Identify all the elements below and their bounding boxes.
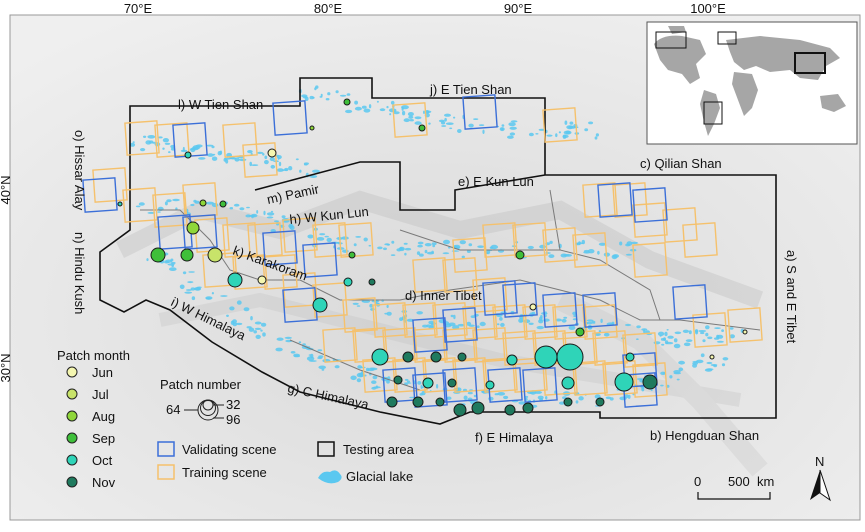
legend-layers: Validating scene Training scene Testing … — [157, 441, 415, 484]
legend-month-marker — [66, 476, 78, 488]
legend-training-label: Training scene — [182, 465, 267, 480]
inset-world-map — [646, 21, 858, 145]
region-label-d: d) Inner Tibet — [405, 288, 482, 303]
region-label-l: l) W Tien Shan — [178, 97, 263, 112]
region-label-b: b) Hengduan Shan — [650, 428, 759, 443]
scale-bar: 0 500 km — [694, 474, 774, 500]
legend-month-marker — [66, 410, 78, 422]
region-label-f: f) E Himalaya — [475, 430, 554, 445]
north-arrow: N — [810, 454, 831, 502]
scalebar-unit: km — [757, 474, 774, 489]
region-label-a: a) S and E Tibet — [784, 250, 799, 344]
legend-month-marker — [66, 388, 78, 400]
lat-label-40: 40°N — [0, 175, 13, 204]
legend-month-marker — [66, 432, 78, 444]
legend-month-label: Oct — [92, 453, 113, 468]
lon-label-80: 80°E — [314, 1, 343, 16]
region-label-n: n) Hindu Kush — [72, 232, 87, 314]
patch-markers — [117, 98, 748, 417]
inset-highlight-box — [794, 52, 826, 74]
legend-month-label: Nov — [92, 475, 116, 490]
legend-patch-number-64: 64 — [166, 402, 180, 417]
lon-label-90: 90°E — [504, 1, 533, 16]
legend-month-label: Sep — [92, 431, 115, 446]
legend-month-label: Aug — [92, 409, 115, 424]
region-label-j: j) E Tien Shan — [429, 82, 512, 97]
legend-patch-number-title: Patch number — [160, 377, 242, 392]
scene-footprints — [82, 94, 763, 408]
legend-patch-number-32: 32 — [226, 397, 240, 412]
legend-validating-swatch — [157, 441, 175, 457]
legend-month-label: Jul — [92, 387, 109, 402]
legend-lake-swatch — [318, 470, 342, 484]
legend-patch-number: Patch number 64 32 96 — [160, 377, 242, 427]
legend-testing-swatch — [317, 441, 335, 457]
lat-label-30: 30°N — [0, 353, 13, 382]
legend-month-label: Jun — [92, 365, 113, 380]
legend-testing-label: Testing area — [343, 442, 415, 457]
legend-patch-number-96: 96 — [226, 412, 240, 427]
legend-lake-label: Glacial lake — [346, 469, 413, 484]
scalebar-zero: 0 — [694, 474, 701, 489]
legend-training-swatch — [157, 464, 175, 480]
region-label-e: e) E Kun Lun — [458, 174, 534, 189]
glacial-lakes — [129, 85, 744, 408]
region-label-c: c) Qilian Shan — [640, 156, 722, 171]
testing-area-outline — [99, 77, 777, 425]
lon-label-70: 70°E — [124, 1, 153, 16]
legend-patch-month-title: Patch month — [57, 348, 130, 363]
lon-label-100: 100°E — [690, 1, 726, 16]
scalebar-value: 500 — [728, 474, 750, 489]
legend-month-marker — [66, 454, 78, 466]
region-label-o: o) Hissar Alay — [72, 130, 87, 211]
legend-validating-label: Validating scene — [182, 442, 276, 457]
north-arrow-label: N — [815, 454, 824, 469]
north-arrow-icon — [810, 470, 820, 500]
terrain-hatching — [115, 190, 768, 477]
legend-month-marker — [66, 366, 78, 378]
